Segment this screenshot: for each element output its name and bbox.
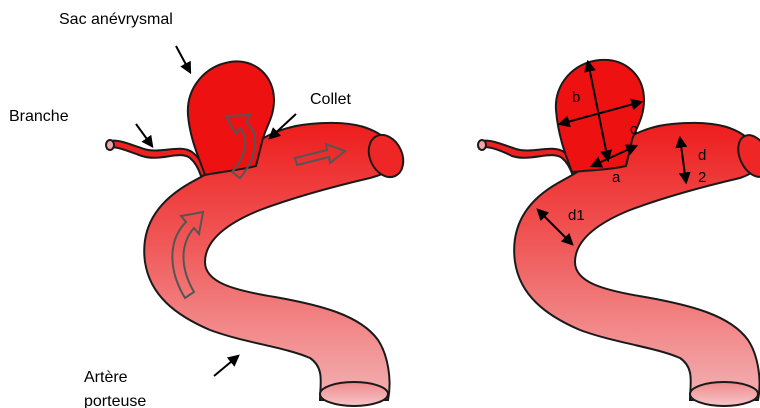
artery-end-bottom (320, 382, 388, 406)
measure-b-label: b (572, 89, 580, 106)
label-sac: Sac anévrysmal (59, 11, 173, 28)
artery-end-bottom-right (690, 382, 758, 406)
branch-pointer-arrow (136, 124, 152, 146)
parent-artery (144, 123, 400, 400)
measure-d1-label: d1 (568, 207, 585, 224)
measure-d-label: d (698, 147, 706, 164)
label-artere-line2: porteuse (84, 393, 146, 408)
branch-end (106, 140, 114, 150)
label-branche: Branche (9, 108, 69, 125)
measure-c-label: c (630, 121, 638, 138)
measure-d-subscript: 2 (698, 169, 706, 186)
left-figure: Sac anévrysmal Collet Branche Artère por… (9, 11, 410, 408)
sac-pointer-arrow (176, 46, 190, 72)
parent-artery-right (514, 123, 760, 400)
label-artere-line1: Artère (84, 369, 128, 386)
right-figure: b c a d 2 d1 (478, 60, 760, 406)
branch-vessel (108, 141, 207, 176)
branch-end-right (478, 140, 486, 150)
label-collet: Collet (310, 91, 351, 108)
measure-a-label: a (612, 169, 621, 186)
artery-pointer-arrow (214, 356, 238, 376)
